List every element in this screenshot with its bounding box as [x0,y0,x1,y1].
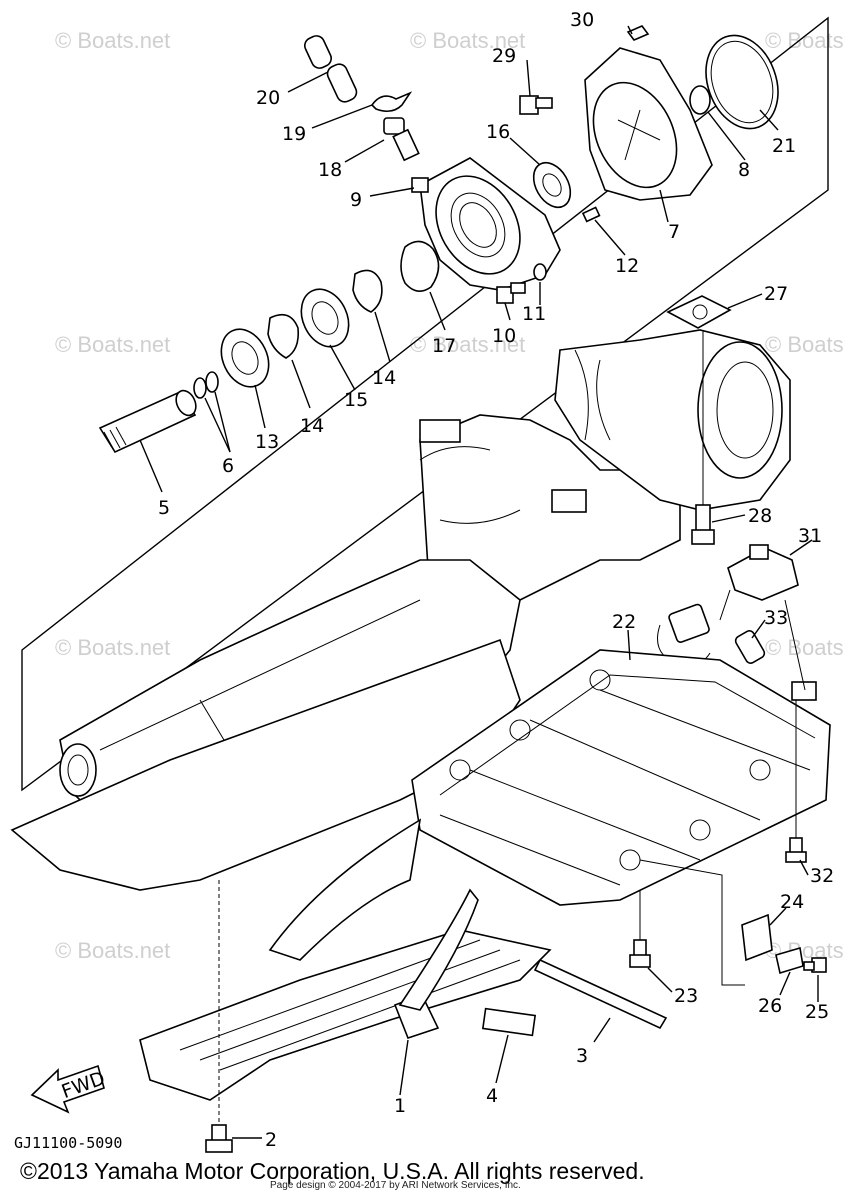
part-24-block [741,913,773,962]
part-29-bolt [519,95,553,115]
part-3-fin [268,818,668,1030]
callout-17: 17 [432,335,456,357]
callout-leaders [139,25,819,1139]
part-16-bearing [532,161,572,209]
callout-21: 21 [772,135,796,157]
part-22-ride-plate [411,649,831,906]
callout-15: 15 [344,389,368,411]
callout-26: 26 [758,995,782,1017]
part-26-plate [775,946,804,975]
part-17-circlip [400,240,440,292]
part-15-bearing [300,288,350,348]
callout-31: 31 [798,525,822,547]
callout-16: 16 [486,121,510,143]
part-14-circlip-upper [352,269,383,313]
part-14-circlip-lower [267,313,300,359]
callout-25: 25 [805,1001,829,1023]
fwd-label: FWD [59,1067,108,1103]
callout-6: 6 [222,455,234,477]
callout-numbers: 20 19 18 9 16 29 30 21 8 7 12 11 10 17 1… [158,9,834,1151]
callout-14-upper: 14 [372,367,396,389]
callout-8: 8 [738,159,750,181]
callout-33: 33 [764,607,788,629]
part-23-bolt [629,939,651,968]
callout-30: 30 [570,9,594,31]
part-13-bearing [220,328,270,388]
wire [719,589,806,691]
callout-20: 20 [256,87,280,109]
watermark: © Boats.net [55,635,170,660]
callout-19: 19 [282,123,306,145]
callout-9: 9 [350,189,362,211]
callout-10: 10 [492,325,516,347]
part-21-oring [705,34,779,130]
part-6-oring [205,371,219,393]
watermark: © Boats.net [410,332,525,357]
part-6-oring [193,377,207,399]
part-4-plate [481,1007,537,1037]
watermark: © Boats.net [55,28,170,53]
callout-27: 27 [764,283,788,305]
part-31-coupler [727,544,799,601]
fwd-arrow-icon: FWD [30,1064,108,1114]
part-11-oring [533,263,547,281]
diagram-code: GJ11100-5090 [14,1134,122,1152]
watermark: © Boats.net [765,635,845,660]
exploded-view-frame [21,16,829,792]
callout-3: 3 [576,1045,588,1067]
callout-5: 5 [158,497,170,519]
callout-28: 28 [748,505,772,527]
part-1-intake-grate [139,888,552,1101]
part-18-nipple [383,117,420,162]
watermark: © Boats.net [55,938,170,963]
part-25-screw [803,957,827,973]
part-32-bolt [785,837,807,863]
part-5-shaft [98,389,197,454]
leader-line [639,859,745,986]
watermark: © Boats.net [765,332,845,357]
callout-14-lower: 14 [300,415,324,437]
part-9-bearing-housing [411,157,561,291]
callout-12: 12 [615,255,639,277]
callout-18: 18 [318,159,342,181]
callout-2: 2 [265,1129,277,1151]
copyright-notice: ©2013 Yamaha Motor Corporation, U.S.A. A… [20,1158,645,1184]
watermark: © Boats.net [410,28,525,53]
callout-29: 29 [492,45,516,67]
hull-base-plate [10,638,521,891]
watermark: © Boats.net [765,28,845,53]
part-28-bolt [691,504,715,545]
callout-23: 23 [674,985,698,1007]
callout-7: 7 [668,221,680,243]
part-7-cover [584,47,713,201]
part-8-oring [689,85,711,115]
callout-22: 22 [612,611,636,633]
callout-32: 32 [810,865,834,887]
callout-1: 1 [394,1095,406,1117]
part-10-bolt [496,282,526,304]
callout-24: 24 [780,891,804,913]
part-30-plate [626,25,650,41]
part-27-plate [666,295,732,329]
part-19-clip [370,91,413,113]
callout-4: 4 [486,1085,498,1107]
part-33-sensor [657,603,817,701]
part-12-pin [581,206,601,223]
jet-pump-housing [419,329,791,611]
part-2-bolt [205,1124,233,1153]
watermark: © Boats.net [55,332,170,357]
page-design-credit: Page design © 2004-2017 by ARI Network S… [270,1180,521,1191]
part-20-sleeve [304,35,358,103]
callout-11: 11 [522,303,546,325]
callout-13: 13 [255,431,279,453]
